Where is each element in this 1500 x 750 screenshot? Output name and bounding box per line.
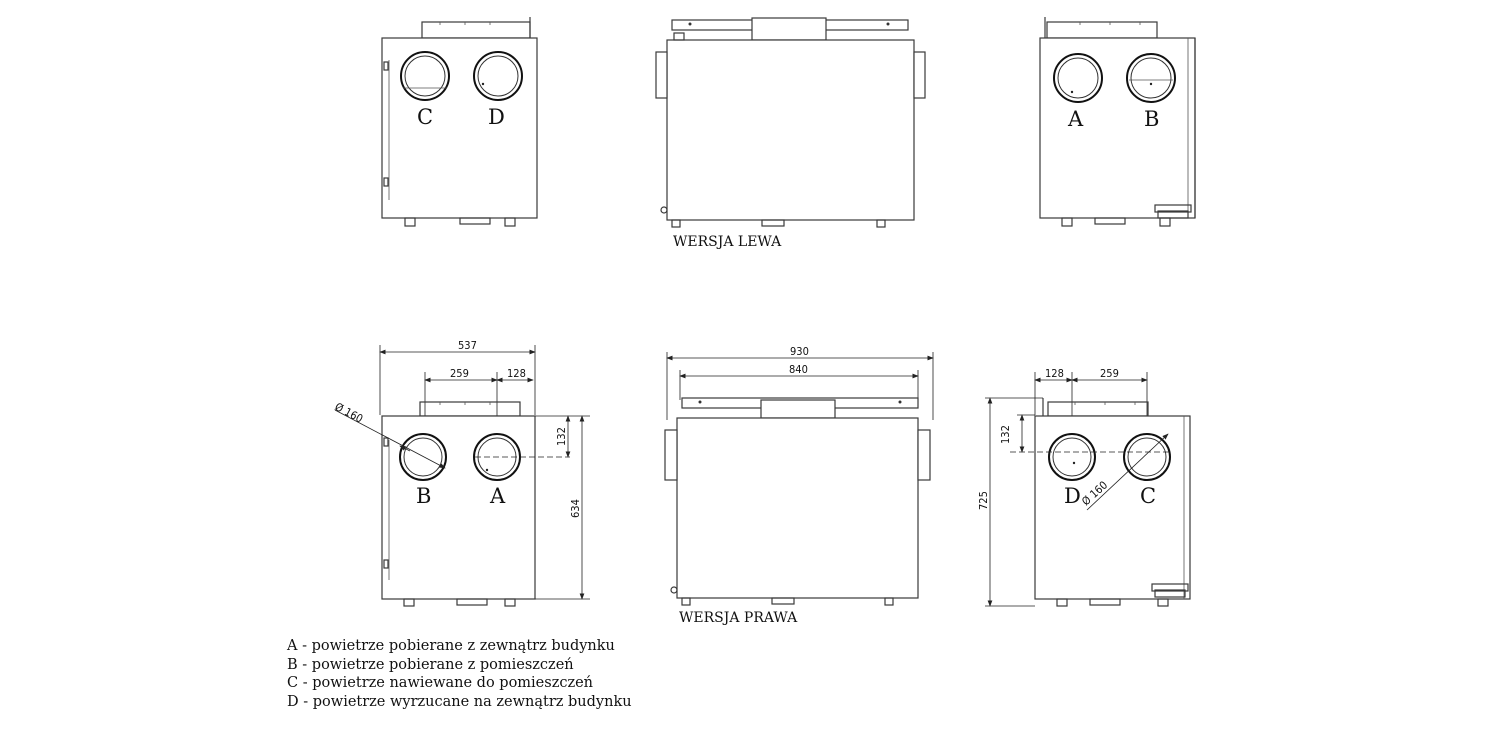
dimension-label: 128 — [507, 367, 526, 380]
dimension-label: 725 — [977, 491, 990, 510]
dimension-label: 132 — [999, 425, 1012, 444]
legend-item: A - powietrze pobierane z zewnątrz budyn… — [287, 638, 615, 654]
dimension-label: 132 — [555, 427, 568, 446]
dimension-label: 128 — [1045, 367, 1064, 380]
dimension-label: Ø 160 — [333, 400, 365, 425]
view-top-right-end: A B — [1039, 17, 1196, 227]
version-label-left: WERSJA LEWA — [673, 234, 782, 250]
port-letter: B — [416, 484, 431, 508]
version-label-right: WERSJA PRAWA — [679, 610, 798, 626]
legend-item: B - powietrze pobierane z pomieszczeń — [287, 656, 574, 673]
dimension-label: 537 — [458, 339, 477, 352]
port-letter: C — [417, 105, 433, 129]
dimension-label: 259 — [1100, 367, 1119, 380]
port-letter: D — [488, 105, 505, 129]
dimension-label: 930 — [790, 345, 809, 358]
port-letter: A — [1067, 107, 1084, 131]
port-letter: D — [1064, 484, 1081, 508]
dimension-label: 840 — [789, 363, 808, 376]
view-top-side-left: WERSJA LEWA — [655, 17, 926, 250]
port-letter: C — [1140, 484, 1156, 508]
port-circle-c — [1123, 433, 1171, 481]
view-bottom-right-end: 128 259 Ø 160 132 725 — [977, 367, 1191, 607]
port-letter: B — [1144, 107, 1159, 131]
port-letter: A — [489, 484, 506, 508]
port-circle-a — [1053, 53, 1103, 103]
view-top-left-end: C D — [381, 17, 538, 227]
view-bottom-side-right: 930 840 WERSJA PRAWA — [664, 345, 934, 626]
port-circle-d — [473, 51, 523, 101]
dimension-label: 634 — [569, 499, 582, 518]
port-circle-c — [400, 51, 450, 101]
legend: A - powietrze pobierane z zewnątrz budyn… — [287, 637, 632, 711]
legend-item: C - powietrze nawiewane do pomieszczeń — [287, 675, 594, 691]
legend-item: D - powietrze wyrzucane na zewnątrz budy… — [287, 693, 632, 710]
port-circle-b — [399, 433, 447, 481]
port-circle-b — [1126, 53, 1176, 103]
view-bottom-left-end: 537 259 128 Ø 160 — [333, 339, 590, 607]
dimension-label: 259 — [450, 367, 469, 380]
port-circle-d — [1048, 433, 1096, 481]
